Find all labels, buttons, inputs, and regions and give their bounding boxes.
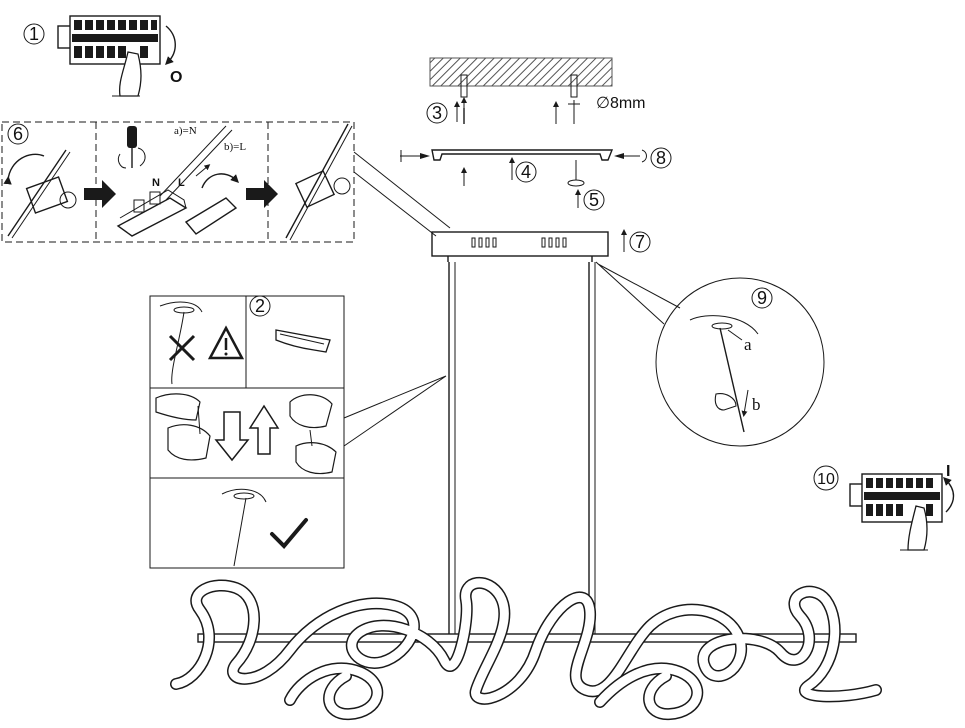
- next-arrow-icon-2: [246, 180, 278, 208]
- step-10-number: 10: [817, 471, 835, 488]
- detail-a-label: a: [744, 335, 752, 354]
- switch-off-label: O: [170, 69, 182, 86]
- mounting-bracket: [431, 149, 614, 161]
- cable-icon: [719, 327, 745, 433]
- step-9-detail: 9 a b: [595, 261, 825, 447]
- ceiling-mount-section: 3 ∅8mm 8 4 5: [400, 57, 672, 211]
- next-arrow-icon: [84, 180, 116, 208]
- warning-triangle-icon: [207, 325, 245, 360]
- breaker-box-icon: [57, 15, 161, 65]
- step-3-number: 3: [432, 103, 442, 123]
- step-2-frame: [149, 295, 345, 569]
- step-4-number: 4: [521, 162, 531, 182]
- connector-cover: [25, 176, 69, 214]
- hand-icon-2: [714, 393, 737, 411]
- rotate-arrow-icon: [165, 25, 176, 65]
- wire-lines: [159, 125, 233, 201]
- rotate-arrow-icon: [3, 153, 45, 185]
- detail-circle: [655, 277, 825, 447]
- step-10-switch-on: 10 I: [813, 463, 955, 551]
- step-8-number: 8: [656, 148, 666, 168]
- screw-right-icon: [641, 149, 647, 163]
- rotate-arrow-icon-2: [201, 173, 239, 189]
- ribbon-loops: [170, 576, 882, 721]
- ceiling-hatch: [429, 57, 613, 87]
- screwdriver-icon: [127, 126, 137, 168]
- step-6-number: 6: [13, 124, 23, 144]
- canopy: 7: [431, 229, 651, 636]
- drill-size-label: ∅8mm: [596, 95, 646, 112]
- wire-n-label: a)=N: [174, 125, 197, 137]
- cloth-icon: [275, 329, 331, 353]
- luminaire-bar: [197, 633, 857, 643]
- wire-l-label: b)=L: [224, 141, 246, 153]
- step-2-safety-panel: 2: [149, 295, 447, 569]
- canopy-box: [431, 231, 609, 257]
- rotate-arrow-icon-3: [943, 477, 955, 513]
- chandelier-luminaire: [170, 576, 882, 721]
- gloved-hand-icon: [155, 393, 201, 421]
- terminal-cover: [184, 197, 238, 235]
- arrow-down-icon: [214, 411, 250, 462]
- step-9-number: 9: [757, 288, 767, 308]
- step-1-switch-off: 1 O: [23, 15, 182, 97]
- checkmark-icon: [270, 518, 308, 549]
- detail-b-label: b: [752, 395, 761, 414]
- step-7-number: 7: [635, 232, 645, 252]
- step-5-number: 5: [589, 190, 599, 210]
- cross-icon: [168, 334, 196, 362]
- arrow-up-icon: [248, 404, 280, 455]
- step-1-circle: [23, 23, 45, 45]
- screw-head-icon: [567, 179, 585, 187]
- step-1-number: 1: [29, 24, 39, 44]
- step-6-frame: [1, 121, 355, 243]
- step-2-number: 2: [255, 296, 265, 316]
- terminal-n-label: N: [152, 177, 160, 189]
- wall-plug-right: [570, 74, 578, 98]
- switch-on-label: I: [946, 463, 950, 480]
- step-6-wiring-panel: 6 N L a)=N b)=L: [1, 121, 451, 243]
- closed-connector: [294, 169, 336, 209]
